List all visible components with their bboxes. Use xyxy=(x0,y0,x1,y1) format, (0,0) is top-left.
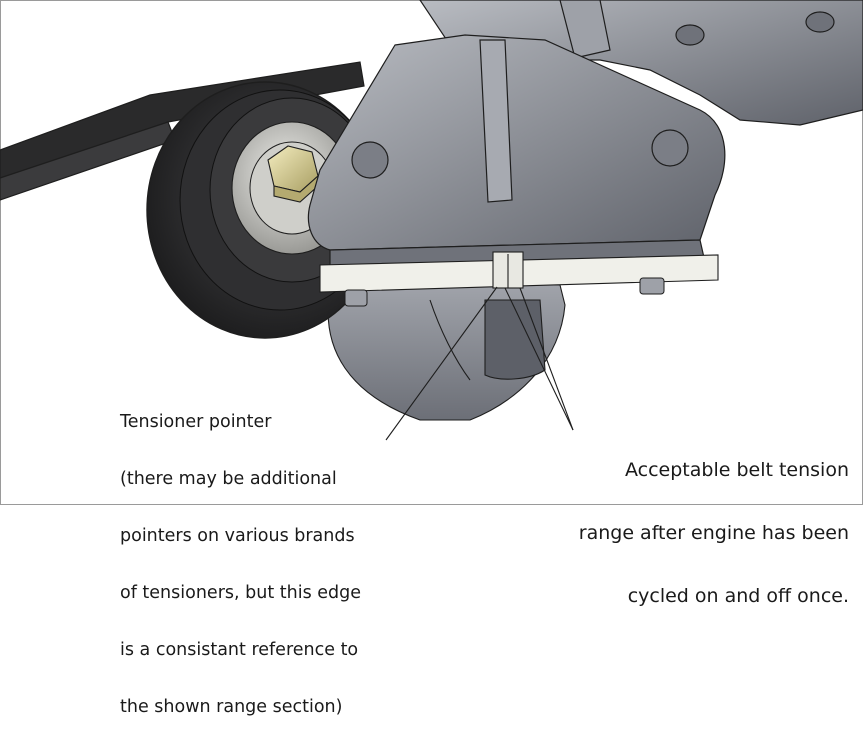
tensioner-illustration xyxy=(0,0,863,505)
callout-line: is a consistant reference to xyxy=(120,640,359,660)
callout-line: range after engine has been xyxy=(578,522,849,544)
callout-line: (there may be additional xyxy=(120,469,337,489)
callout-line: of tensioners, but this edge xyxy=(120,583,362,603)
tension-leader-left xyxy=(504,287,574,431)
callout-line: the shown range section) xyxy=(120,697,343,717)
mount-bolts xyxy=(344,277,665,307)
range-plate xyxy=(319,251,719,293)
pulley-bolt xyxy=(267,145,319,203)
tensioner-pointer-callout: Tensioner pointer (there may be addition… xyxy=(120,375,361,736)
callout-line: Tensioner pointer xyxy=(120,412,272,432)
leader-lines xyxy=(385,286,574,441)
callout-line: cycled on and off once. xyxy=(627,585,849,607)
tension-leader-right xyxy=(519,287,574,431)
tensioner-arm xyxy=(327,279,566,421)
belt-tension-callout: Acceptable belt tension range after engi… xyxy=(579,418,849,628)
tensioner-housing xyxy=(419,0,863,126)
pointer-leader xyxy=(385,286,498,441)
callout-line: Acceptable belt tension xyxy=(624,459,849,481)
callout-line: pointers on various brands xyxy=(120,526,355,546)
